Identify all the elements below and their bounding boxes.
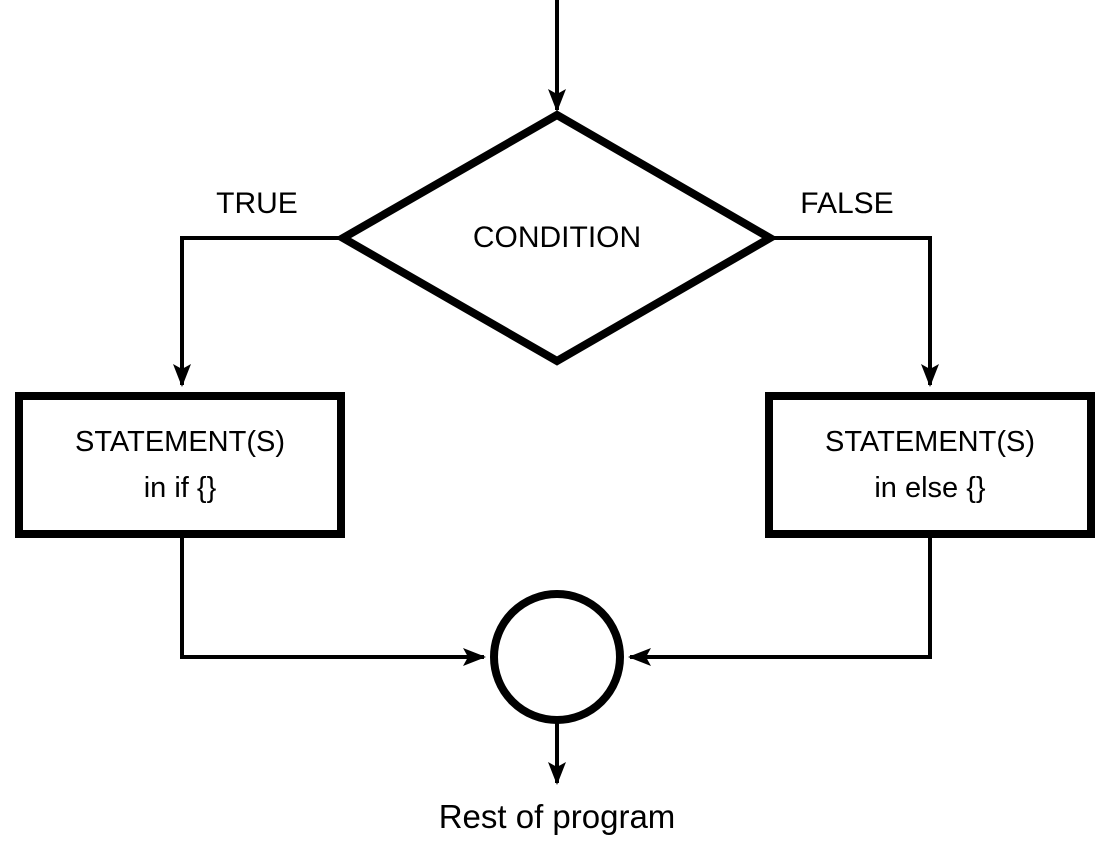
false-branch-label: FALSE [800, 187, 894, 220]
junction-circle [490, 590, 624, 724]
else-box-line2: in else {} [874, 472, 986, 504]
condition-label: CONDITION [472, 221, 642, 254]
if-box-line2: in if {} [143, 472, 217, 504]
else-box-line1: STATEMENT(S) [825, 426, 1035, 458]
false-branch-connector [768, 236, 939, 387]
if-box-text: STATEMENT(S) in if {} [19, 396, 341, 534]
else-box-text: STATEMENT(S) in else {} [769, 396, 1091, 534]
condition-diamond [334, 110, 778, 366]
if-to-junction-connector [180, 538, 486, 666]
rest-of-program-label: Rest of program [438, 798, 676, 835]
true-branch-connector [173, 236, 345, 387]
if-statements-box [15, 392, 345, 538]
true-branch-label: TRUE [216, 187, 298, 220]
if-box-line1: STATEMENT(S) [75, 426, 285, 458]
else-to-junction-connector [628, 538, 932, 666]
else-statements-box [765, 392, 1095, 538]
